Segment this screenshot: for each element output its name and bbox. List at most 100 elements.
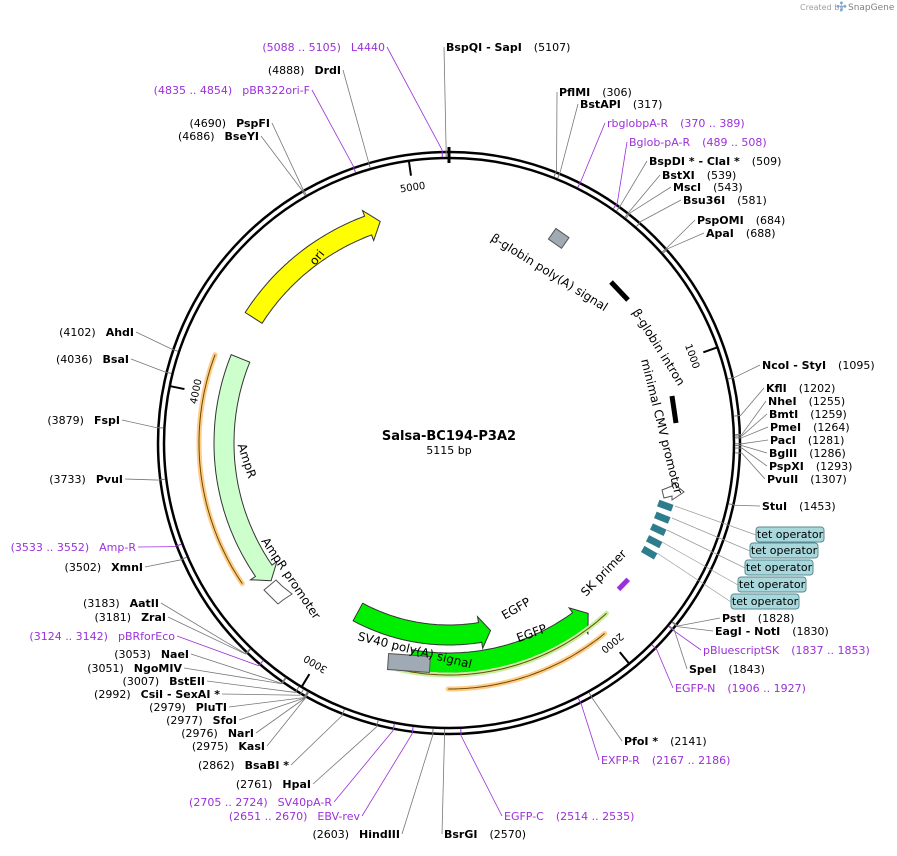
site-label: pBluescriptSK(1837 .. 1853): [703, 644, 870, 657]
tick-mark: [702, 346, 718, 354]
site-position: (2514 .. 2535): [556, 810, 635, 823]
site-leader-line: [144, 559, 181, 568]
site-position: (489 .. 508): [702, 136, 767, 149]
site-leader-line: [616, 141, 628, 204]
site-name: ApaI: [706, 227, 734, 240]
site-label: (3533 .. 3552)Amp-R: [11, 541, 137, 554]
site-position: (2992): [94, 688, 131, 701]
site-label: (3051)NgoMIV: [87, 662, 182, 675]
site-cut-mark: [171, 348, 179, 352]
site-leader-line: [311, 89, 354, 167]
tet-operator-label: tet operator: [739, 578, 806, 591]
site-position: (2570): [489, 828, 526, 841]
site-leader-line: [668, 232, 705, 249]
ori-arrow: [244, 209, 381, 324]
tet-operator-box: [749, 542, 819, 559]
site-labels: BspQI - SapI(5107)PflMI(306)BstAPI(317)r…: [11, 41, 875, 841]
site-position: (581): [737, 194, 767, 207]
site-position: (4036): [56, 353, 93, 366]
site-name: BmtI: [769, 408, 798, 421]
site-leader-line: [271, 122, 304, 190]
site-cut-mark: [624, 211, 630, 218]
site-label: EXFP-R(2167 .. 2186): [601, 754, 730, 767]
site-position: (2141): [670, 735, 707, 748]
site-cut-mark: [174, 543, 182, 548]
site-label: BstAPI(317): [580, 98, 662, 111]
site-name: DrdI: [314, 64, 341, 77]
plasmid-size: 5115 bp: [426, 444, 471, 457]
site-leader-line: [183, 667, 283, 685]
site-cut-mark: [588, 692, 593, 699]
site-cut-mark: [301, 189, 306, 197]
tick-label: 1000: [682, 343, 701, 371]
site-position: (3124 .. 3142): [29, 630, 108, 643]
site-label: StuI(1453): [762, 500, 836, 513]
site-name: PflMI: [559, 86, 590, 99]
site-name: BstEII: [169, 675, 205, 688]
site-leader-line: [735, 504, 761, 507]
site-cut-mark: [245, 648, 251, 655]
site-name: HpaI: [282, 778, 311, 791]
site-label: EGFP-C(2514 .. 2535): [504, 810, 634, 823]
site-position: (3533 .. 3552): [11, 541, 90, 554]
site-label: NcoI - StyI(1095): [762, 359, 875, 372]
site-position: (688): [746, 227, 776, 240]
sk-primer-mark: [616, 577, 631, 592]
site-position: (1202): [799, 382, 836, 395]
beta-globin-intron-label: β-globin intron: [629, 306, 687, 388]
site-cut-mark: [553, 170, 558, 178]
site-position: (1264): [813, 421, 850, 434]
site-cut-mark: [341, 709, 345, 716]
plasmid-name: Salsa-BC194-P3A2: [382, 429, 516, 444]
site-label: PspOMI(684): [697, 214, 785, 227]
site-name: KflI: [766, 382, 787, 395]
site-name: BsaBI *: [245, 759, 290, 772]
site-label: (2651 .. 2670)EBV-rev: [229, 810, 361, 823]
site-position: (1307): [810, 473, 847, 486]
site-label: (2979)PluTI: [149, 701, 227, 714]
site-label: (3733)PvuI: [49, 473, 123, 486]
tet-operator-label: tet operator: [746, 561, 813, 574]
site-leader-line: [401, 735, 434, 835]
site-position: (684): [756, 214, 786, 227]
site-name: PstI: [722, 612, 746, 625]
site-name: NaeI: [161, 648, 189, 661]
site-label: MscI(543): [673, 181, 743, 194]
site-name: StuI: [762, 500, 787, 513]
tick-label: 3000: [302, 652, 329, 675]
site-name: rbglobpA-R: [607, 117, 668, 130]
site-cut-mark: [303, 691, 308, 698]
site-leader-line: [673, 630, 702, 651]
site-position: (2761): [236, 778, 273, 791]
tet-operator-leader: [671, 517, 751, 552]
site-label: (3053)NaeI: [114, 648, 189, 661]
cmv-promoter-arrow: [661, 480, 685, 501]
site-position: (2976): [181, 727, 218, 740]
site-label: (2977)SfoI: [166, 714, 237, 727]
site-leader-line: [640, 199, 682, 222]
tick-mark: [407, 160, 412, 176]
site-name: pBRforEco: [118, 630, 175, 643]
site-leader-line: [628, 174, 661, 213]
site-position: (509): [752, 155, 782, 168]
site-name: Bglob-pA-R: [629, 136, 691, 149]
tet-operator-leader: [656, 552, 732, 603]
site-position: (3733): [49, 473, 86, 486]
site-position: (4686): [178, 130, 215, 143]
site-position: (5107): [534, 41, 571, 54]
tet-operator-label: tet operator: [757, 528, 824, 541]
site-leader-line: [741, 426, 769, 439]
site-cut-mark: [294, 686, 300, 693]
site-leader-line: [741, 400, 767, 435]
site-leader-line: [342, 69, 369, 162]
site-label: (2603)HindIII: [312, 828, 400, 841]
site-name: SV40pA-R: [278, 796, 333, 809]
site-cut-mark: [668, 625, 675, 632]
site-position: (2603): [312, 828, 349, 841]
site-position: (4835 .. 4854): [154, 84, 233, 97]
site-leader-line: [441, 735, 445, 835]
tet-operator-leader: [674, 505, 757, 536]
site-cut-mark: [557, 171, 561, 179]
site-position: (2975): [192, 740, 229, 753]
